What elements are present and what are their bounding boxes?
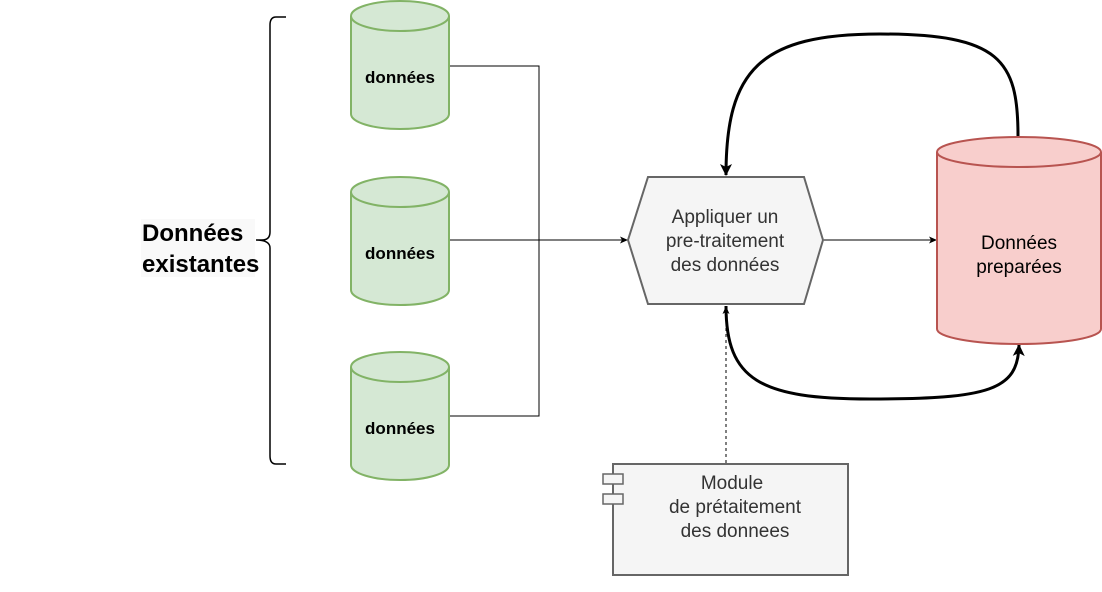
output-data-cylinder[interactable]: Données preparées	[936, 136, 1102, 345]
loop-arrow-output-to-process	[720, 32, 1020, 176]
group-label-line1: Données	[142, 220, 243, 247]
connector-source-3	[449, 240, 540, 417]
output-label-line2: preparées	[976, 257, 1062, 278]
loop-arrow-process-to-output	[724, 305, 1025, 401]
module-label-line2: de prétaitement	[669, 497, 802, 518]
group-brace	[255, 16, 286, 465]
module-component[interactable]: Module de prétaitement des donnees	[602, 463, 849, 576]
process-label-line2: pre-traitement	[666, 231, 785, 252]
data-source-cylinder-3[interactable]: données	[350, 351, 450, 481]
module-label-line3: des donnees	[681, 521, 790, 542]
group-label-line2: existantes	[142, 251, 259, 278]
data-source-label-1: données	[365, 68, 435, 87]
output-label-line1: Données	[981, 233, 1057, 254]
component-port-icon-bottom	[602, 493, 624, 505]
process-step-hexagon[interactable]: Appliquer un pre-traitement des données	[626, 176, 825, 305]
group-label-background	[141, 219, 255, 277]
data-source-label-2: données	[365, 244, 435, 263]
connector-source-1	[449, 65, 540, 240]
data-source-label-3: données	[365, 419, 435, 438]
data-source-cylinder-1[interactable]: données	[350, 0, 450, 130]
process-label-line1: Appliquer un	[672, 207, 779, 228]
data-source-cylinder-2[interactable]: données	[350, 176, 450, 306]
process-label-line3: des données	[671, 255, 780, 276]
module-label-line1: Module	[701, 473, 763, 494]
component-port-icon-top	[602, 473, 624, 485]
